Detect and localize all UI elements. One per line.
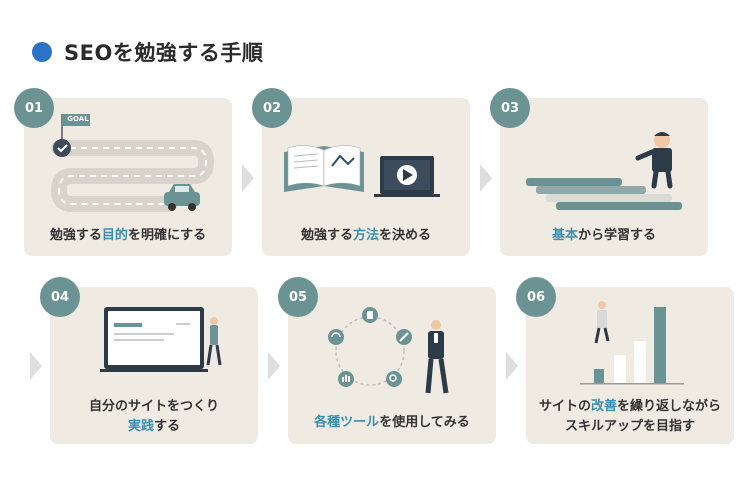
step-card-06: サイトの改善を繰り返しながら スキルアップを目指す	[526, 287, 734, 444]
step-label-line1: 自分のサイトをつくり	[88, 399, 219, 414]
step-label-line2: スキルアップを目指す	[564, 419, 695, 434]
step-number-badge: 04	[40, 277, 80, 317]
step-label: 勉強する方法を決める	[300, 228, 432, 243]
step-label-line2: 実践する	[127, 419, 181, 434]
step-card-03: 基本から学習する	[500, 98, 708, 256]
growth-bars-illustration	[580, 301, 684, 385]
step-number-badge: 03	[490, 88, 530, 128]
step-card-02: 勉強する方法を決める	[262, 98, 470, 256]
arrow-right-icon	[506, 352, 518, 380]
step-card-01: GOAL 勉強する目的を明確にする	[24, 98, 232, 256]
step-card-05: 各種ツールを使用してみる	[288, 287, 496, 444]
arrow-right-icon	[480, 164, 492, 192]
book-video-illustration	[284, 145, 440, 197]
arrow-right-icon	[30, 352, 42, 380]
stacked-books-illustration	[526, 132, 682, 210]
page-header: SEOを勉強する手順	[32, 37, 263, 67]
step-label: 各種ツールを使用してみる	[314, 415, 470, 430]
step-number-badge: 06	[516, 277, 556, 317]
step-label: 基本から学習する	[551, 228, 657, 243]
step-number-badge: 05	[278, 277, 318, 317]
header-bullet-icon	[32, 42, 52, 62]
arrow-right-icon	[242, 164, 254, 192]
goal-road-illustration	[50, 114, 214, 212]
step-card-04: 自分のサイトをつくり 実践する	[50, 287, 258, 444]
laptop-person-illustration	[100, 307, 222, 372]
step-label-line1: サイトの改善を繰り返しながら	[538, 399, 722, 414]
tools-circle-illustration	[328, 307, 449, 394]
step-number-badge: 01	[14, 88, 54, 128]
goal-flag-label: GOAL	[67, 115, 89, 123]
page-title: SEOを勉強する手順	[64, 41, 264, 65]
step-number-badge: 02	[252, 88, 292, 128]
step-label: 勉強する目的を明確にする	[49, 228, 207, 243]
arrow-right-icon	[268, 352, 280, 380]
